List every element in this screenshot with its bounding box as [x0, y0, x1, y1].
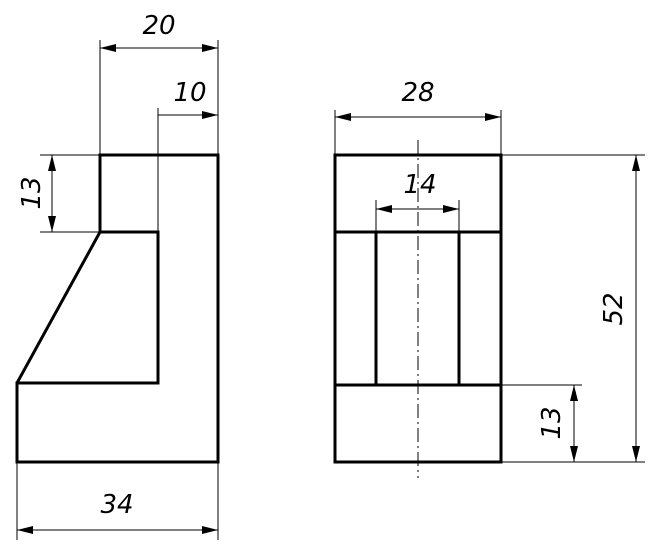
dim-label: 13	[537, 406, 567, 439]
dim-front-width: 28	[334, 78, 502, 155]
dim-front-slot-width: 14	[375, 170, 460, 232]
dim-side-base-width: 34	[16, 462, 219, 540]
dim-label: 52	[599, 292, 629, 325]
dim-side-step-height: 13	[17, 154, 100, 233]
side-view: 20 10 13 34	[15, 11, 220, 540]
dim-label: 34	[100, 490, 133, 520]
dim-label: 20	[142, 11, 175, 41]
side-view-outline	[15, 153, 220, 464]
side-view-inner-step	[15, 230, 160, 385]
dim-side-width-top: 20	[99, 11, 219, 155]
dim-front-base-height: 13	[501, 384, 582, 462]
dim-front-height: 52	[501, 154, 645, 463]
dim-side-width-inner: 10	[157, 78, 218, 232]
dim-label: 28	[401, 78, 434, 108]
dim-label: 14	[403, 170, 436, 200]
front-view: 28 14 52 13	[333, 78, 645, 478]
dim-label: 13	[17, 176, 47, 209]
dim-label: 10	[173, 78, 206, 108]
